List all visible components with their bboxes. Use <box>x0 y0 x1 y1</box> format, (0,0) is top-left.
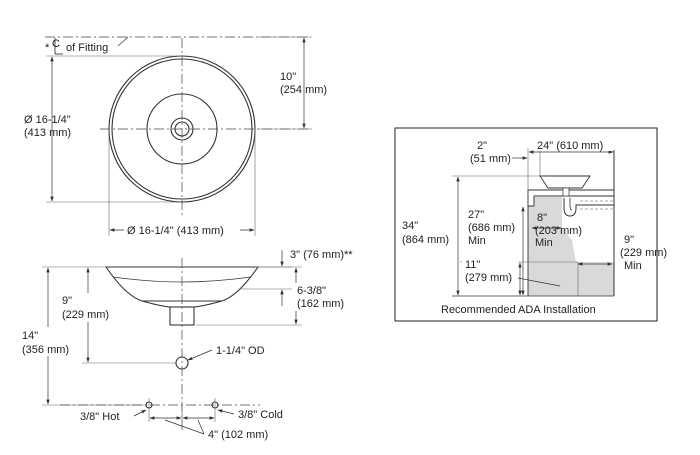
hot-supply-label: 3/8" Hot <box>80 411 119 423</box>
knee-depth-min: Min <box>535 237 553 249</box>
ada-depth-label: 24" (610 mm) <box>537 140 603 152</box>
drain-height-mm: (229 mm) <box>62 309 109 321</box>
hot-supply-leader <box>133 409 147 417</box>
ada-installation-panel: 34" (864 mm) 2" (51 mm) 24" (610 mm) 27"… <box>394 127 667 322</box>
svg-text:C: C <box>52 38 60 50</box>
offset-label-mm: (254 mm) <box>280 84 327 96</box>
toe-height-inch: 11" <box>465 259 480 271</box>
front-offset-inch: 2" <box>477 140 487 152</box>
knee-height-min: Min <box>468 235 486 247</box>
supply-spacing-leader <box>164 419 205 435</box>
toe-clearance-min: Min <box>624 260 642 272</box>
cold-supply-label: 3/8" Cold <box>238 409 283 421</box>
knee-height-mm: (686 mm) <box>468 222 515 234</box>
bowl-depth-inch: 6-3/8" <box>297 285 326 297</box>
toe-height-mm: (279 mm) <box>465 272 512 284</box>
side-view: 3" (76 mm)** 6-3/8" (162 mm) 9" (229 mm)… <box>18 249 358 441</box>
toe-clearance-inch: 9" <box>624 234 634 246</box>
bowl-depth-mm: (162 mm) <box>297 298 344 310</box>
fitting-leader <box>117 36 129 47</box>
plan-view: * C of Fitting 10" (254 mm) Ø 16-1/4" (4… <box>24 36 327 237</box>
knee-depth-inch: 8" <box>537 212 547 224</box>
ada-vessel-sink <box>539 175 591 189</box>
toe-clearance-mm: (229 mm) <box>620 247 667 259</box>
p-trap-icon <box>563 198 614 217</box>
diameter-horizontal-label: Ø 16-1/4" (413 mm) <box>127 225 224 237</box>
rim-height-label: 3" (76 mm)** <box>290 249 353 261</box>
fitting-note-mark: * <box>45 42 50 54</box>
cold-supply-leader <box>217 409 235 415</box>
drain-od-leader <box>187 349 213 361</box>
front-offset-mm: (51 mm) <box>470 153 511 165</box>
supply-spacing-label: 4" (102 mm) <box>208 429 268 441</box>
drain-outlet-circle <box>175 356 189 370</box>
offset-label-inch: 10" <box>280 71 296 83</box>
centerline-symbol-icon: C <box>52 38 63 55</box>
fitting-label: of Fitting <box>66 42 108 54</box>
counter-height-mm: (864 mm) <box>402 234 449 246</box>
overall-height-inch: 14" <box>22 330 38 342</box>
knee-depth-mm: (203 mm) <box>535 225 582 237</box>
diameter-vertical-inch: Ø 16-1/4" <box>24 114 71 126</box>
knee-clearance-area <box>528 197 614 296</box>
counter-height-inch: 34" <box>402 220 418 232</box>
diameter-vertical-mm: (413 mm) <box>24 127 71 139</box>
knee-height-inch: 27" <box>468 209 484 221</box>
overall-height-mm: (356 mm) <box>22 344 69 356</box>
ada-caption: Recommended ADA Installation <box>441 304 596 316</box>
drain-height-inch: 9" <box>62 295 72 307</box>
drain-od-label: 1-1/4" OD <box>216 345 265 357</box>
